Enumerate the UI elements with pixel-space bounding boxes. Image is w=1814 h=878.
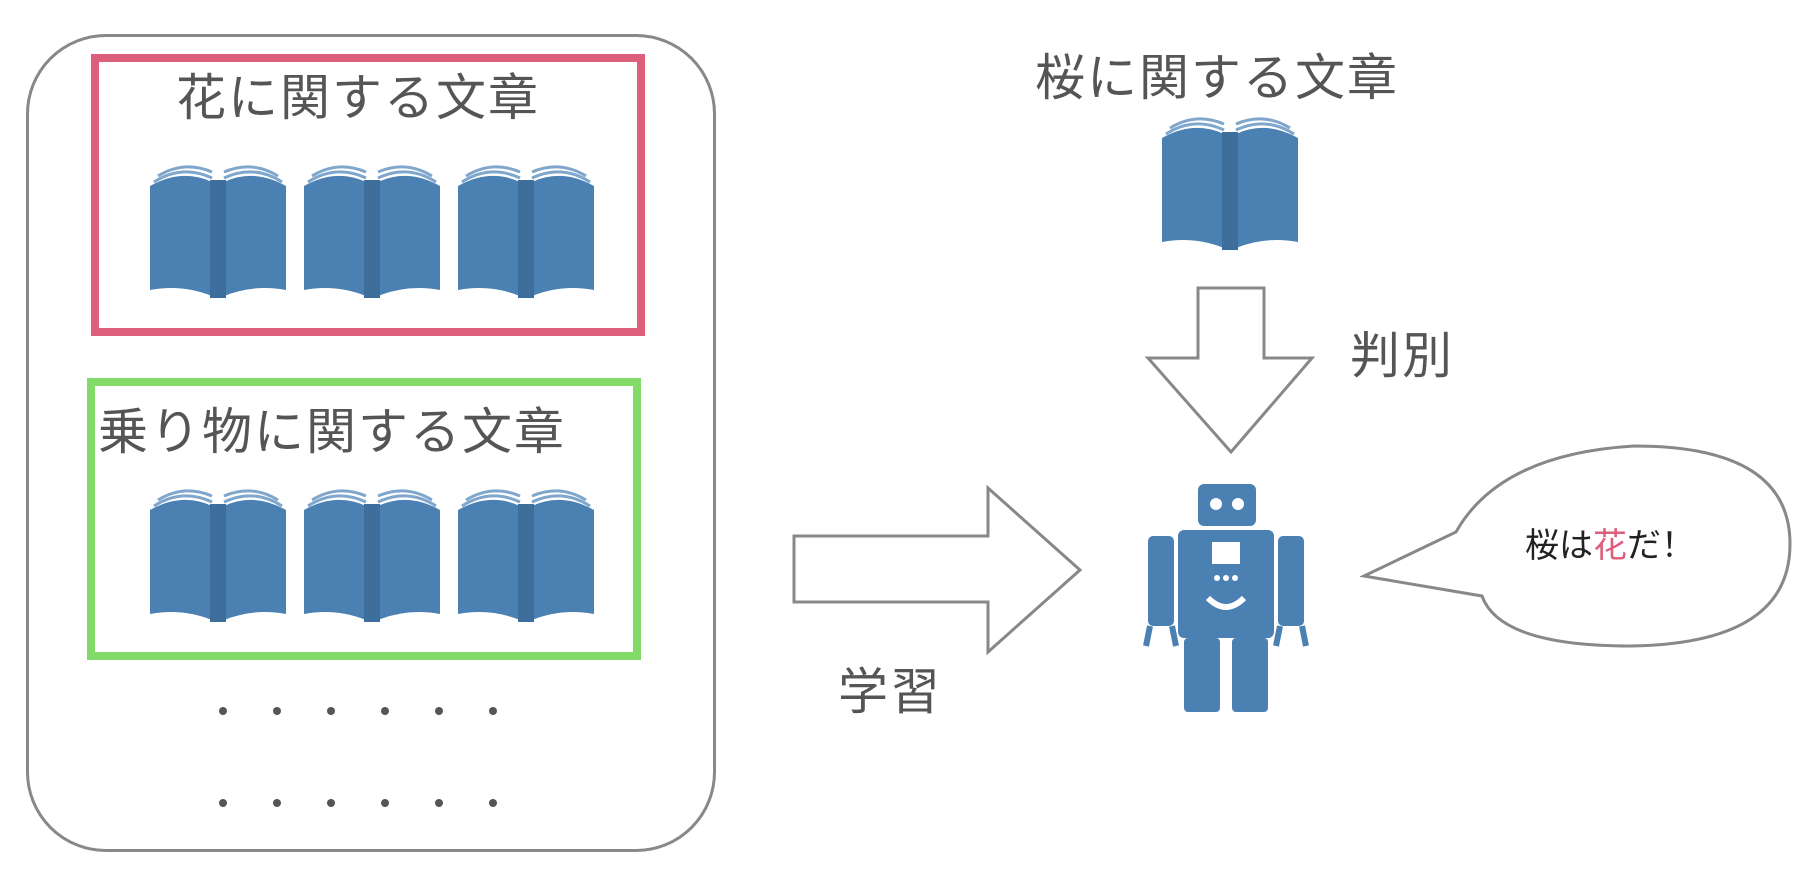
dot — [327, 799, 335, 807]
book-icon — [304, 165, 440, 298]
dot — [489, 707, 497, 715]
dot — [273, 799, 281, 807]
bubble-text: 桜は花だ！ — [1525, 518, 1695, 567]
judge-arrow — [1144, 286, 1316, 455]
dot — [381, 799, 389, 807]
dot — [435, 707, 443, 715]
learn-arrow — [792, 484, 1083, 656]
flower-books-row — [146, 162, 598, 300]
ellipsis-dots — [219, 707, 497, 715]
robot-icon — [1143, 484, 1309, 712]
book-icon — [150, 489, 286, 622]
speech-bubble — [1360, 444, 1792, 648]
dot — [489, 799, 497, 807]
flower-documents-group — [91, 54, 645, 336]
learn-label: 学習 — [838, 663, 942, 721]
book-icon — [458, 489, 594, 622]
dot — [219, 799, 227, 807]
vehicle-documents-group — [87, 378, 641, 660]
book-icon — [1162, 117, 1298, 250]
training-data-panel — [26, 34, 716, 852]
vehicle-documents-label: 乗り物に関する文章 — [98, 403, 566, 461]
dot — [327, 707, 335, 715]
dot — [273, 707, 281, 715]
judge-label: 判別 — [1350, 327, 1454, 385]
dot — [219, 707, 227, 715]
book-icon — [458, 165, 594, 298]
bubble-text-part2: だ！ — [1627, 526, 1695, 566]
bubble-text-part1: 桜は — [1525, 526, 1593, 566]
book-icon — [304, 489, 440, 622]
dot — [381, 707, 389, 715]
flower-documents-label: 花に関する文章 — [176, 69, 540, 127]
bubble-text-highlight: 花 — [1593, 526, 1627, 566]
vehicle-books-row — [146, 486, 598, 624]
dot — [435, 799, 443, 807]
target-document-label: 桜に関する文章 — [1035, 49, 1399, 107]
ellipsis-dots — [219, 799, 497, 807]
book-icon — [150, 165, 286, 298]
